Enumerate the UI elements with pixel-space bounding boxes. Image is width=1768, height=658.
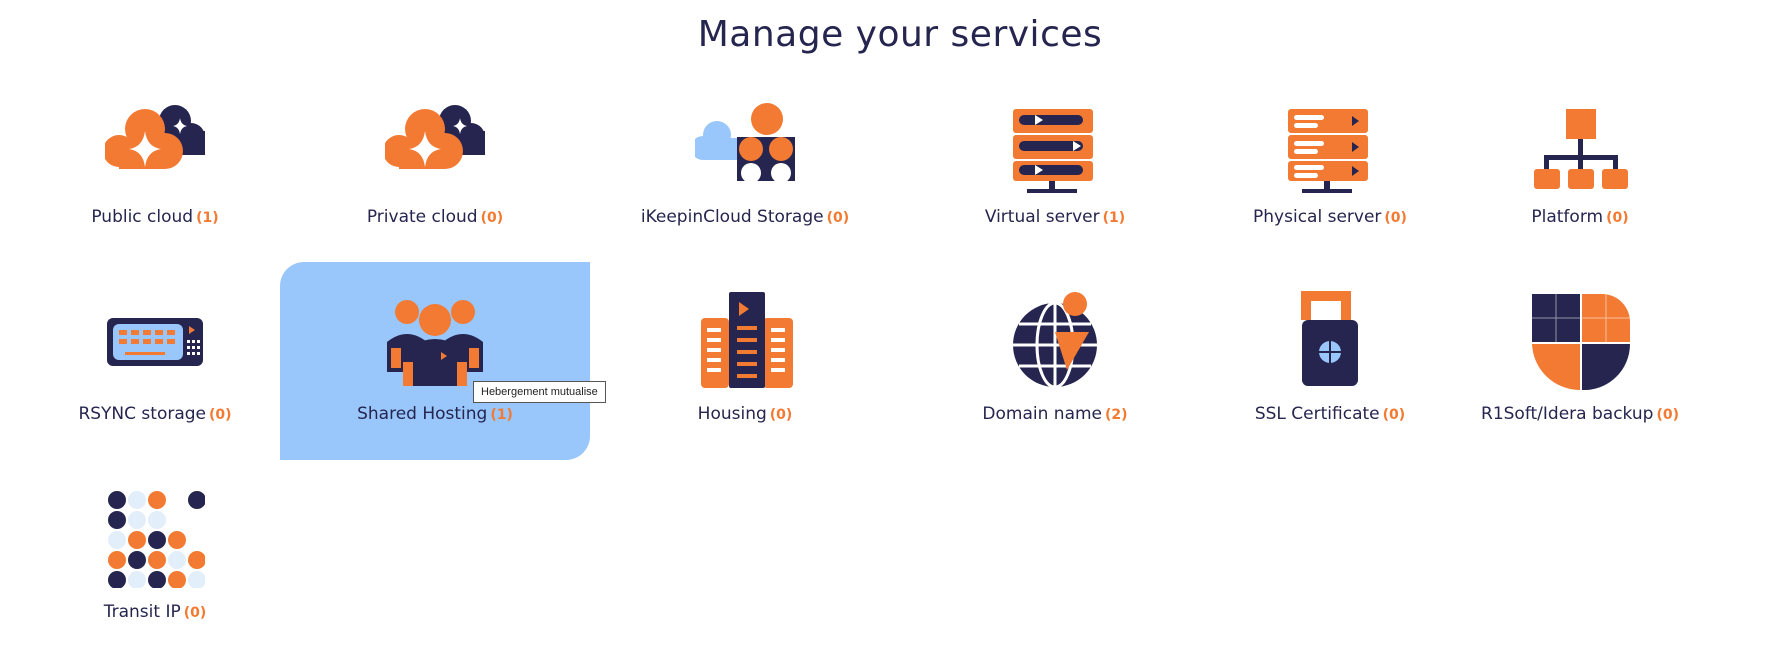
service-count: (2) bbox=[1105, 407, 1128, 423]
service-label: SSL Certificate(0) bbox=[1254, 404, 1406, 424]
service-count: (0) bbox=[1656, 407, 1679, 423]
service-label: Physical server(0) bbox=[1253, 207, 1407, 227]
service-ikeepincloud-storage[interactable]: iKeepinCloud Storage(0) bbox=[590, 65, 900, 263]
public-cloud-icon bbox=[105, 105, 205, 169]
service-label: Private cloud(0) bbox=[366, 207, 504, 227]
service-label: Virtual server(1) bbox=[984, 207, 1126, 227]
service-rsync-storage[interactable]: RSYNC storage(0) bbox=[0, 262, 310, 460]
service-r1soft-idera-backup[interactable]: R1Soft/Idera backup(0) bbox=[1425, 262, 1735, 460]
virtual-server-icon bbox=[1013, 109, 1093, 193]
cloud-storage-icon bbox=[695, 103, 795, 183]
service-count: (0) bbox=[1384, 210, 1407, 226]
service-label: Shared Hosting(1) bbox=[357, 404, 513, 424]
service-transit-ip[interactable]: Transit IP(0) bbox=[0, 460, 310, 658]
shared-hosting-icon bbox=[387, 300, 483, 386]
tooltip: Hebergement mutualise bbox=[473, 381, 606, 403]
service-shared-hosting[interactable]: Shared Hosting(1) bbox=[280, 262, 590, 460]
page-title: Manage your services bbox=[697, 14, 1103, 55]
service-private-cloud[interactable]: Private cloud(0) bbox=[280, 65, 590, 263]
service-count: (0) bbox=[1606, 210, 1629, 226]
physical-server-icon bbox=[1288, 109, 1368, 193]
service-label: iKeepinCloud Storage(0) bbox=[640, 207, 850, 227]
service-count: (1) bbox=[1102, 210, 1126, 226]
service-count: (0) bbox=[480, 210, 504, 226]
service-domain-name[interactable]: Domain name(2) bbox=[900, 262, 1210, 460]
service-public-cloud[interactable]: Public cloud(1) bbox=[0, 65, 310, 263]
service-label: R1Soft/Idera backup(0) bbox=[1481, 404, 1679, 424]
service-virtual-server[interactable]: Virtual server(1) bbox=[900, 65, 1210, 263]
service-label: Public cloud(1) bbox=[91, 207, 219, 227]
platform-icon bbox=[1534, 109, 1628, 189]
service-count: (0) bbox=[183, 605, 207, 621]
service-count: (0) bbox=[209, 407, 232, 423]
service-label: Transit IP(0) bbox=[103, 602, 207, 622]
housing-icon bbox=[701, 292, 793, 388]
domain-name-icon bbox=[1013, 292, 1097, 389]
service-housing[interactable]: Housing(0) bbox=[590, 262, 900, 460]
service-ssl-certificate[interactable]: SSL Certificate(0) bbox=[1175, 262, 1485, 460]
service-count: (1) bbox=[196, 210, 219, 226]
service-count: (0) bbox=[769, 407, 793, 423]
service-count: (1) bbox=[490, 407, 513, 423]
private-cloud-icon bbox=[385, 105, 485, 169]
ssl-certificate-icon bbox=[1301, 291, 1358, 386]
service-count: (0) bbox=[1382, 407, 1406, 423]
backup-icon bbox=[1532, 294, 1630, 390]
rsync-storage-icon bbox=[107, 318, 203, 366]
service-label: Platform(0) bbox=[1531, 207, 1629, 227]
service-label: Domain name(2) bbox=[982, 404, 1128, 424]
service-count: (0) bbox=[826, 210, 850, 226]
service-physical-server[interactable]: Physical server(0) bbox=[1175, 65, 1485, 263]
service-label: RSYNC storage(0) bbox=[78, 404, 232, 424]
service-label: Housing(0) bbox=[697, 404, 793, 424]
transit-ip-icon bbox=[108, 491, 205, 588]
service-platform[interactable]: Platform(0) bbox=[1425, 65, 1735, 263]
